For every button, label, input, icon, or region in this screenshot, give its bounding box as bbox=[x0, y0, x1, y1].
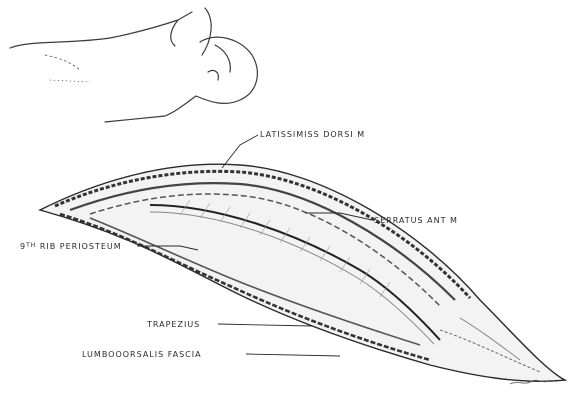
label-serratus-anterior: SERRATUS ANT M bbox=[374, 216, 458, 226]
label-9th-rib-periosteum: 9TH RIB PERIOSTEUM bbox=[20, 241, 122, 252]
rib-periosteum-text: RIB PERIOSTEUM bbox=[36, 242, 121, 251]
rib-ordinal-suffix: TH bbox=[26, 242, 36, 249]
incision-outline bbox=[40, 164, 565, 381]
label-trapezius: TRAPEZIUS bbox=[147, 320, 200, 330]
patient-outline bbox=[10, 8, 257, 122]
label-lumbodorsal-fascia: LUMBOOORSALIS FASCIA bbox=[82, 350, 202, 360]
label-latissimus-dorsi: LATISSIMISS DORSI M bbox=[260, 130, 365, 140]
